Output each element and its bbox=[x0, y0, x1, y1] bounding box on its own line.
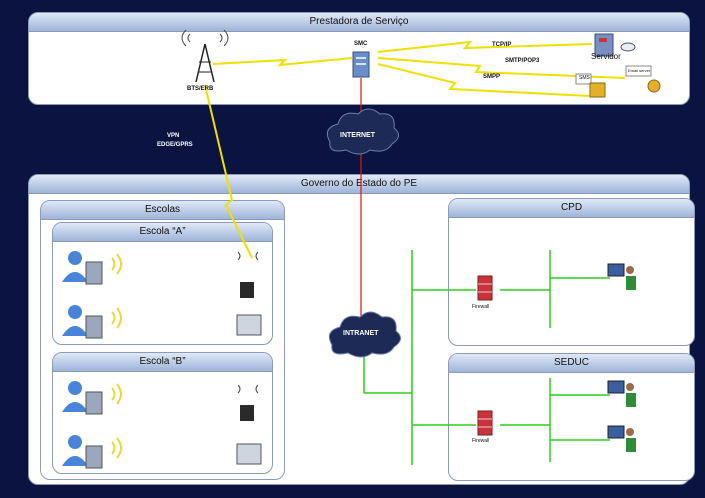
tower-icon bbox=[181, 29, 229, 83]
seduc-firewall-icon bbox=[477, 410, 493, 436]
intranet-cloud-icon bbox=[328, 311, 401, 358]
student-mobile-icon bbox=[62, 305, 122, 339]
intranet-label: INTRANET bbox=[343, 330, 379, 337]
seduc-panel: SEDUC bbox=[448, 353, 695, 481]
cpd-workstation-icon bbox=[607, 263, 636, 290]
student-mobile-icon bbox=[62, 251, 122, 285]
government-title: Governo do Estado do PE bbox=[29, 175, 689, 194]
vpn-label: VPN bbox=[167, 133, 180, 139]
internet-label: INTERNET bbox=[340, 132, 375, 139]
sms-label: SMS bbox=[579, 75, 590, 81]
edge-label: EDGE/GPRS bbox=[157, 142, 193, 148]
student-mobile-icon bbox=[62, 435, 122, 469]
wireless-links bbox=[204, 40, 626, 259]
lan-lines bbox=[363, 250, 610, 465]
provider-title: Prestadora de Serviço bbox=[29, 13, 689, 32]
smc-server-icon bbox=[352, 51, 370, 78]
smpp-label: SMPP bbox=[483, 74, 501, 80]
seduc-title: SEDUC bbox=[449, 354, 694, 373]
student-mobile-icon bbox=[62, 381, 122, 415]
school-gateway-icon bbox=[236, 251, 262, 336]
server-icon bbox=[594, 33, 636, 57]
internet-cloud-icon bbox=[326, 108, 399, 155]
cpd-firewall-label: Firewall bbox=[472, 304, 490, 310]
cpd-firewall-icon bbox=[477, 275, 493, 301]
smtp-label: SMTP/POP3 bbox=[505, 58, 540, 64]
school-a-title: Escola “A” bbox=[53, 223, 272, 242]
seduc-firewall-label: Firewall bbox=[472, 438, 490, 444]
email-server-label: Email server bbox=[628, 68, 651, 73]
provider-panel: Prestadora de Serviço bbox=[28, 12, 690, 105]
seduc-workstation-icon bbox=[607, 380, 636, 407]
server-label: Servidor bbox=[591, 52, 621, 61]
email-server-icon bbox=[625, 65, 661, 93]
smc-label: SMC bbox=[354, 41, 368, 47]
seduc-workstation-icon bbox=[607, 425, 636, 452]
school-b-title: Escola “B” bbox=[53, 353, 272, 372]
cpd-title: CPD bbox=[449, 199, 694, 218]
tcpip-label: TCP/IP bbox=[492, 42, 512, 48]
schools-title: Escolas bbox=[41, 201, 284, 220]
sms-gateway-icon bbox=[575, 73, 606, 98]
cpd-panel: CPD bbox=[448, 198, 695, 346]
bts-label: BTS/ERB bbox=[187, 86, 214, 92]
school-gateway-icon bbox=[236, 384, 262, 465]
